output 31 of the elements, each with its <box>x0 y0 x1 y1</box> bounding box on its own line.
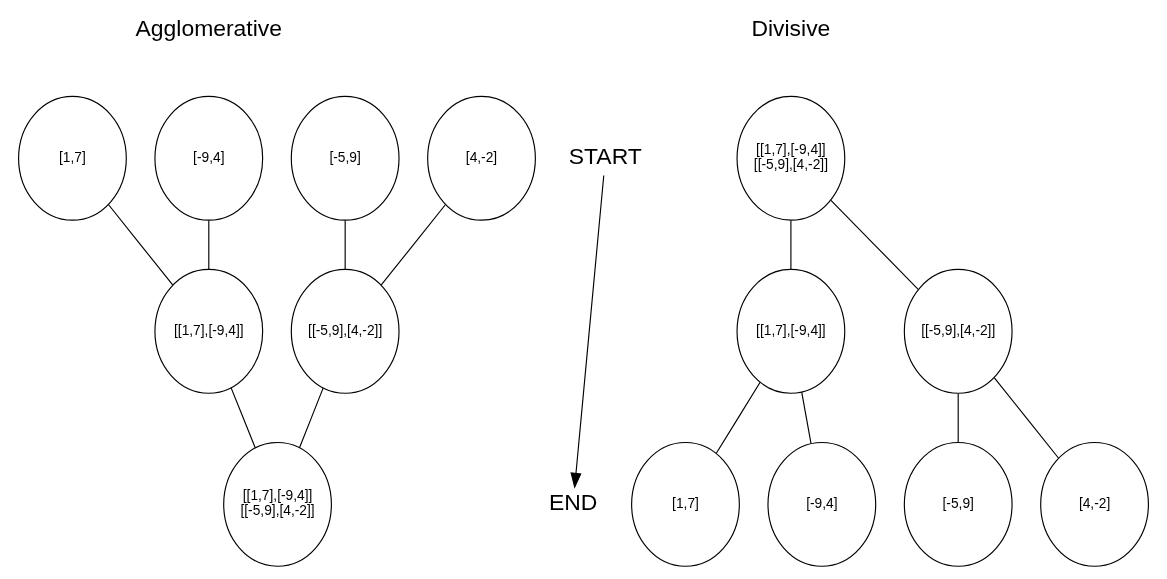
connector <box>715 381 761 454</box>
node-ellipse: [-9,4] <box>154 95 264 221</box>
connector <box>230 387 256 449</box>
arrow <box>570 175 605 489</box>
node-ellipse: [4,-2] <box>1040 441 1149 567</box>
node-ellipse: [[-5,9],[4,-2]] <box>290 268 400 394</box>
connector <box>957 393 959 443</box>
node-ellipse: [[-5,9],[4,-2]] <box>903 268 1013 394</box>
node-ellipse: [[1,7],[-9,4]] <box>154 268 264 394</box>
connector <box>344 220 346 270</box>
node-ellipse: [1,7] <box>631 441 740 567</box>
node-ellipse: [4,-2] <box>427 95 536 221</box>
label: Divisive <box>751 14 831 41</box>
node-text: START <box>568 143 642 170</box>
node-ellipse: [1,7] <box>18 95 127 221</box>
connector <box>298 387 324 449</box>
connector <box>993 377 1059 459</box>
connector <box>830 199 919 290</box>
node-ellipse: [-9,4] <box>767 441 877 567</box>
node-ellipse: [[1,7],[-9,4]] <box>736 268 846 394</box>
label: Agglomerative <box>135 14 283 41</box>
connector <box>790 220 792 270</box>
connector <box>108 204 174 286</box>
node-ellipse: [-5,9] <box>290 95 400 221</box>
connector <box>208 220 210 270</box>
connector <box>801 391 812 445</box>
node-ellipse: [-5,9] <box>903 441 1013 567</box>
node-ellipse: [[1,7],[-9,4]] [[-5,9],[4,-2]] <box>223 441 332 567</box>
node-ellipse: [[1,7],[-9,4]] [[-5,9],[4,-2]] <box>736 95 846 221</box>
node-text: END <box>549 489 598 516</box>
connector <box>380 204 446 286</box>
